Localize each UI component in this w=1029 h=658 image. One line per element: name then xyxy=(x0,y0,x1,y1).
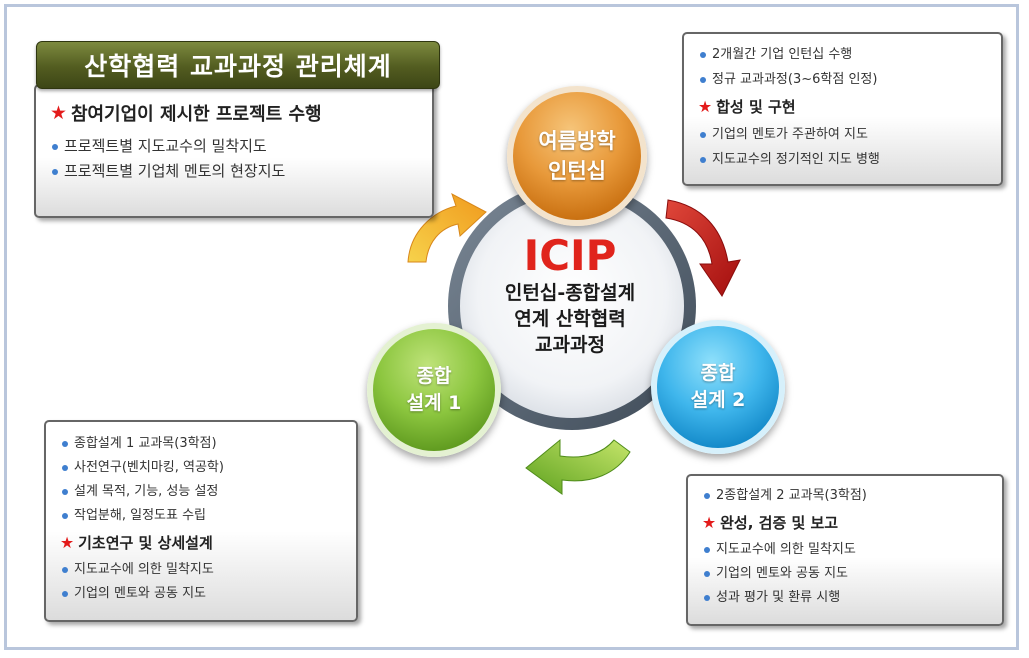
bullet-list: 지도교수에 의한 밀착지도 기업의 멘토와 공동 지도 xyxy=(60,558,346,606)
box-heading: ★ 기초연구 및 상세설계 xyxy=(60,528,346,558)
bullet-list: 2종합설계 2 교과목(3학점) xyxy=(702,484,992,508)
node-label-line: 종합 xyxy=(700,362,736,384)
curved-arrow-red-icon xyxy=(665,199,741,297)
list-item: 종합설계 1 교과목(3학점) xyxy=(60,432,346,456)
list-item: 지도교수에 의한 밀착지도 xyxy=(702,538,992,562)
box-heading: ★ 합성 및 구현 xyxy=(698,92,989,122)
star-icon: ★ xyxy=(702,513,717,532)
center-label: ICIP 인턴십-종합설계 연계 산학협력 교과과정 xyxy=(470,232,670,382)
center-title: ICIP xyxy=(523,231,617,280)
box-heading-text: 합성 및 구현 xyxy=(716,98,796,116)
center-disc xyxy=(460,194,684,418)
curved-arrow-green-icon xyxy=(525,438,631,495)
box-heading-text: 완성, 검증 및 보고 xyxy=(720,514,839,532)
star-icon: ★ xyxy=(698,97,713,116)
page-title: 산학협력 교과과정 관리체계 xyxy=(36,41,440,89)
box-heading: ★ 참여기업이 제시한 프로젝트 수행 xyxy=(50,100,418,126)
list-item: 기업의 멘토와 공동 지도 xyxy=(702,562,992,586)
node-capstone-design-1: 종합 설계 1 xyxy=(367,323,501,457)
list-item: 기업의 멘토가 주관하여 지도 xyxy=(698,122,989,147)
star-icon: ★ xyxy=(60,533,75,552)
list-item: 2종합설계 2 교과목(3학점) xyxy=(702,484,992,508)
bullet-list: 프로젝트별 지도교수의 밀착지도 프로젝트별 기업체 멘토의 현장지도 xyxy=(50,134,418,184)
bullet-list: 기업의 멘토가 주관하여 지도 지도교수의 정기적인 지도 병행 xyxy=(698,122,989,172)
center-subtitle-line: 인턴십-종합설계 xyxy=(504,282,636,304)
bullet-list: 2개월간 기업 인턴십 수행 정규 교과과정(3~6학점 인정) xyxy=(698,42,989,92)
list-item: 기업의 멘토와 공동 지도 xyxy=(60,582,346,606)
list-item: 지도교수에 의한 밀착지도 xyxy=(60,558,346,582)
node-label-line: 설계 1 xyxy=(406,392,462,414)
list-item: 2개월간 기업 인턴십 수행 xyxy=(698,42,989,67)
curved-arrow-orange-icon xyxy=(407,192,487,263)
star-icon: ★ xyxy=(50,102,67,124)
box-bottom-left: 종합설계 1 교과목(3학점) 사전연구(벤치마킹, 역공학) 설계 목적, 기… xyxy=(44,420,358,622)
list-item: 작업분해, 일정도표 수립 xyxy=(60,504,346,528)
node-label-line: 종합 xyxy=(416,365,452,387)
list-item: 설계 목적, 기능, 성능 설정 xyxy=(60,480,346,504)
node-summer-internship: 여름방학 인턴십 xyxy=(507,86,647,226)
list-item: 프로젝트별 기업체 멘토의 현장지도 xyxy=(50,159,418,184)
box-bottom-right: 2종합설계 2 교과목(3학점) ★ 완성, 검증 및 보고 지도교수에 의한 … xyxy=(686,474,1004,626)
node-label-line: 인턴십 xyxy=(548,159,606,183)
node-label-line: 여름방학 xyxy=(538,129,616,153)
bullet-list: 종합설계 1 교과목(3학점) 사전연구(벤치마킹, 역공학) 설계 목적, 기… xyxy=(60,432,346,528)
box-heading-text: 참여기업이 제시한 프로젝트 수행 xyxy=(70,104,322,125)
center-subtitle-line: 연계 산학협력 xyxy=(514,308,626,330)
bullet-list: 지도교수에 의한 밀착지도 기업의 멘토와 공동 지도 성과 평가 및 환류 시… xyxy=(702,538,992,610)
node-capstone-design-2: 종합 설계 2 xyxy=(651,320,785,454)
list-item: 사전연구(벤치마킹, 역공학) xyxy=(60,456,346,480)
list-item: 정규 교과과정(3~6학점 인정) xyxy=(698,67,989,92)
list-item: 성과 평가 및 환류 시행 xyxy=(702,586,992,610)
box-heading-text: 기초연구 및 상세설계 xyxy=(78,534,213,552)
box-heading: ★ 완성, 검증 및 보고 xyxy=(702,508,992,538)
box-top-right: 2개월간 기업 인턴십 수행 정규 교과과정(3~6학점 인정) ★ 합성 및 … xyxy=(682,32,1003,186)
node-label-line: 설계 2 xyxy=(690,389,746,411)
list-item: 지도교수의 정기적인 지도 병행 xyxy=(698,147,989,172)
center-subtitle-line: 교과과정 xyxy=(535,334,605,356)
list-item: 프로젝트별 지도교수의 밀착지도 xyxy=(50,134,418,159)
box-top-left: ★ 참여기업이 제시한 프로젝트 수행 프로젝트별 지도교수의 밀착지도 프로젝… xyxy=(34,84,434,218)
